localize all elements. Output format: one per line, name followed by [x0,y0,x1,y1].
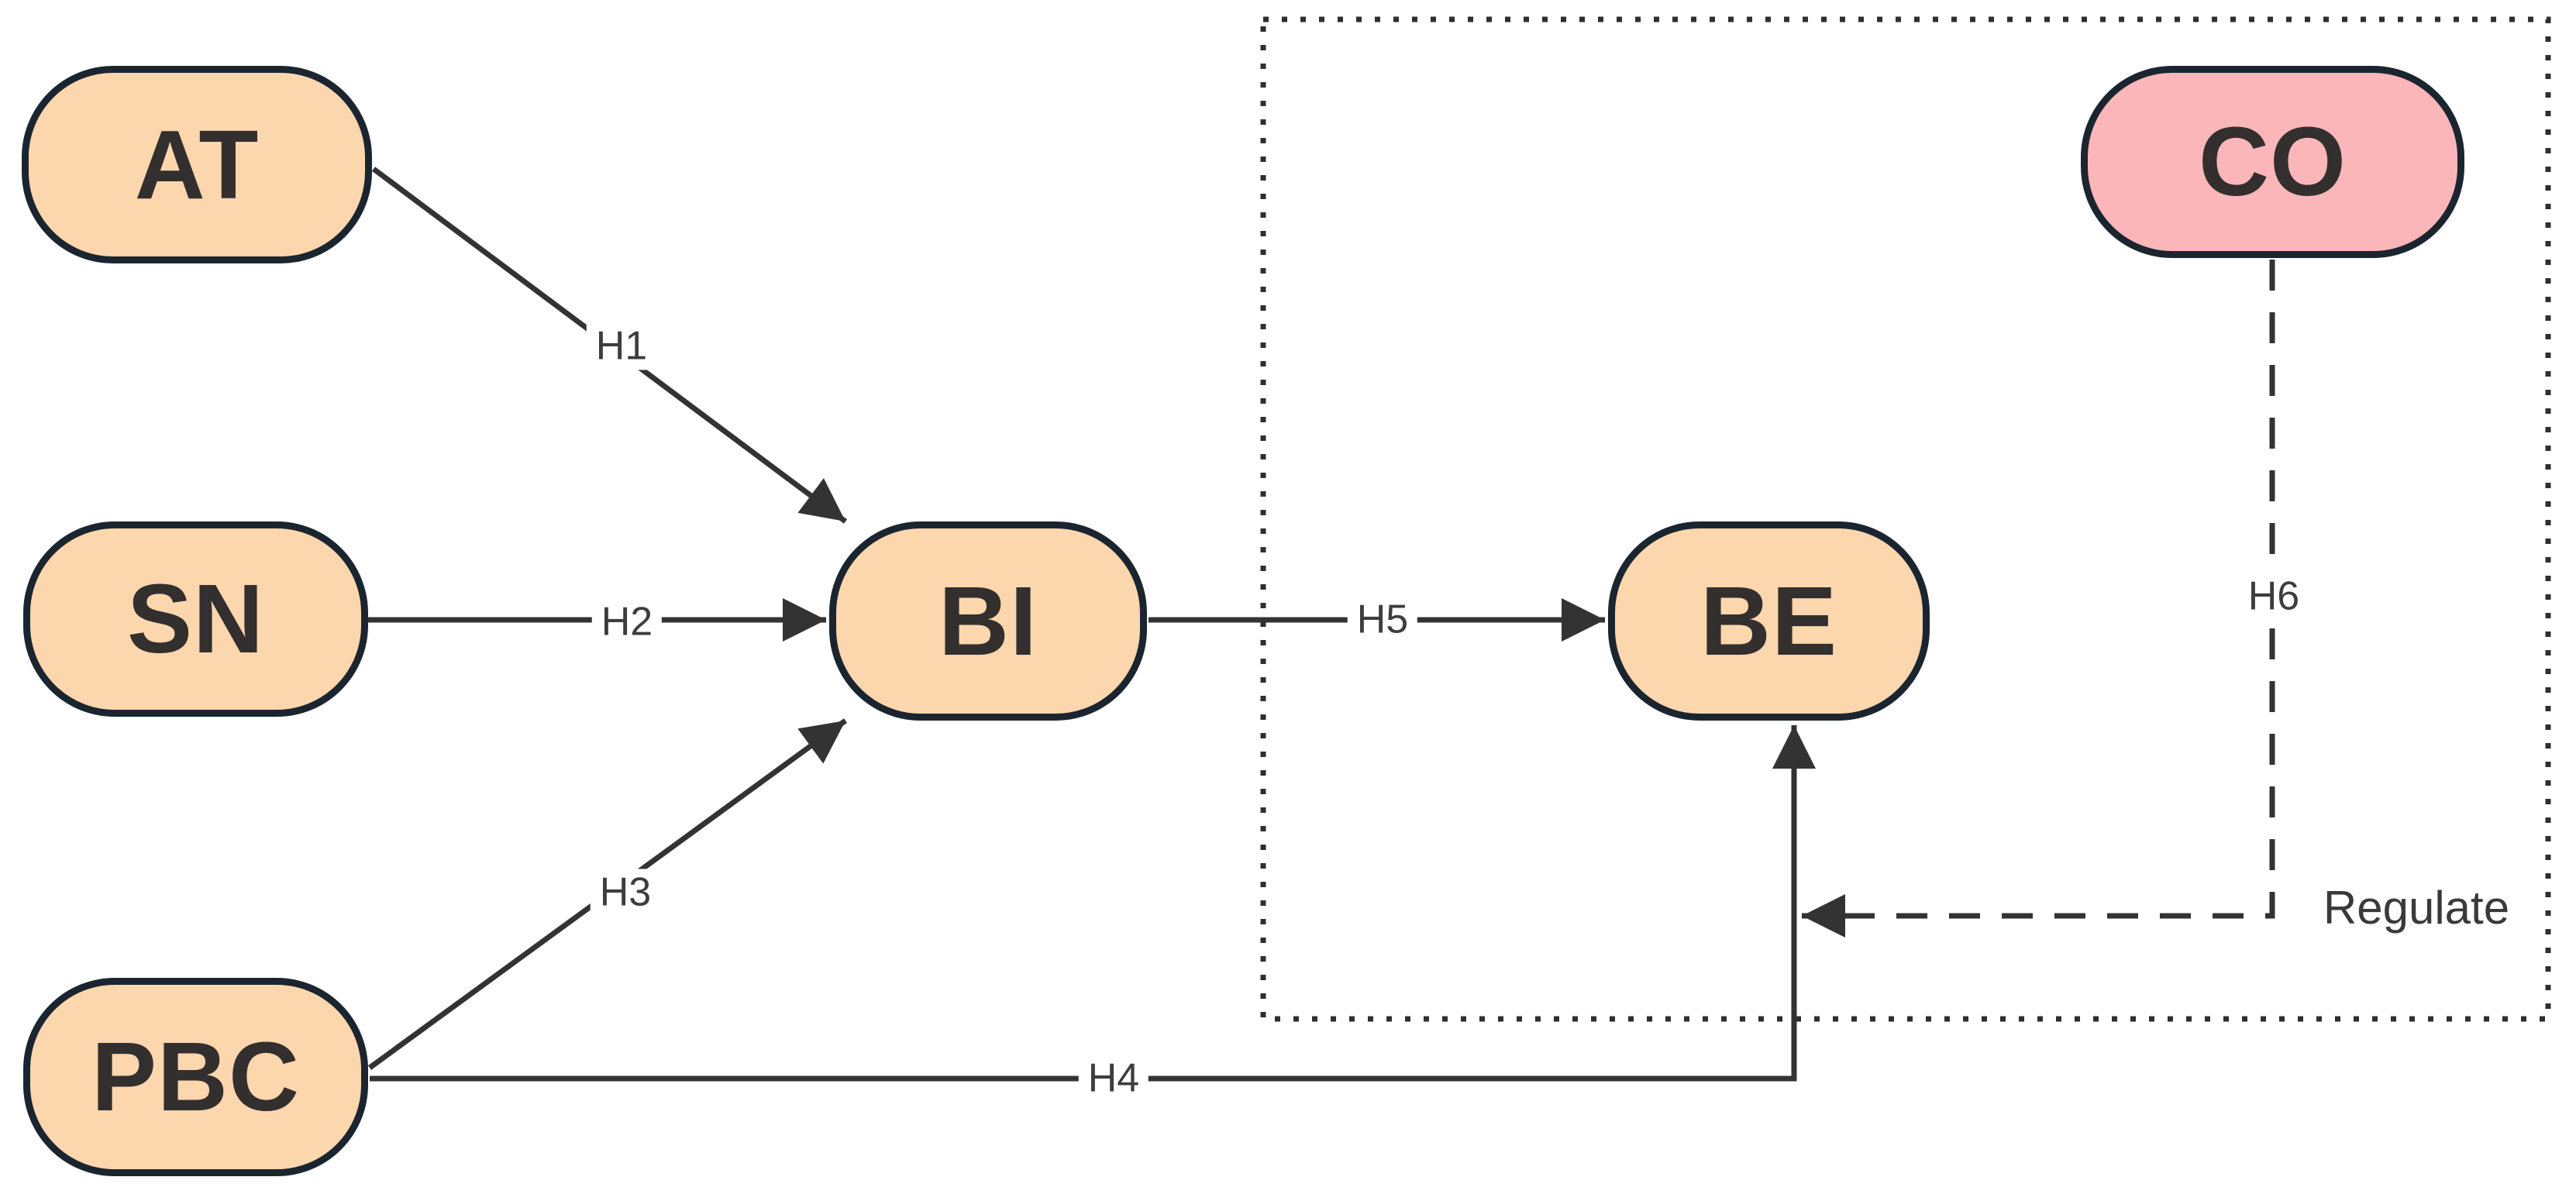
edge-h4-line [370,725,1816,1082]
regulate-annotation: Regulate [2323,882,2510,934]
node-pbc-label: PBC [91,1022,301,1131]
node-be: BE [1608,521,1930,721]
edge-h5-label: H5 [1347,596,1418,644]
edge-h3-label: H3 [590,869,661,917]
node-bi: BI [829,521,1147,721]
node-be-label: BE [1700,566,1838,676]
edge-h6-label: H6 [2238,573,2309,621]
node-co-label: CO [2199,107,2347,216]
node-bi-label: BI [938,566,1038,676]
edge-h4-label: H4 [1078,1055,1149,1103]
edge-h2-label: H2 [591,598,663,646]
edge-h1-label: H1 [586,322,657,370]
node-pbc: PBC [23,978,368,1176]
node-co: CO [2081,66,2464,258]
edge-h6-dashed-line [1802,260,2275,938]
node-sn: SN [23,521,368,717]
node-at-label: AT [134,109,260,219]
node-at: AT [22,66,372,263]
node-sn-label: SN [126,564,265,673]
